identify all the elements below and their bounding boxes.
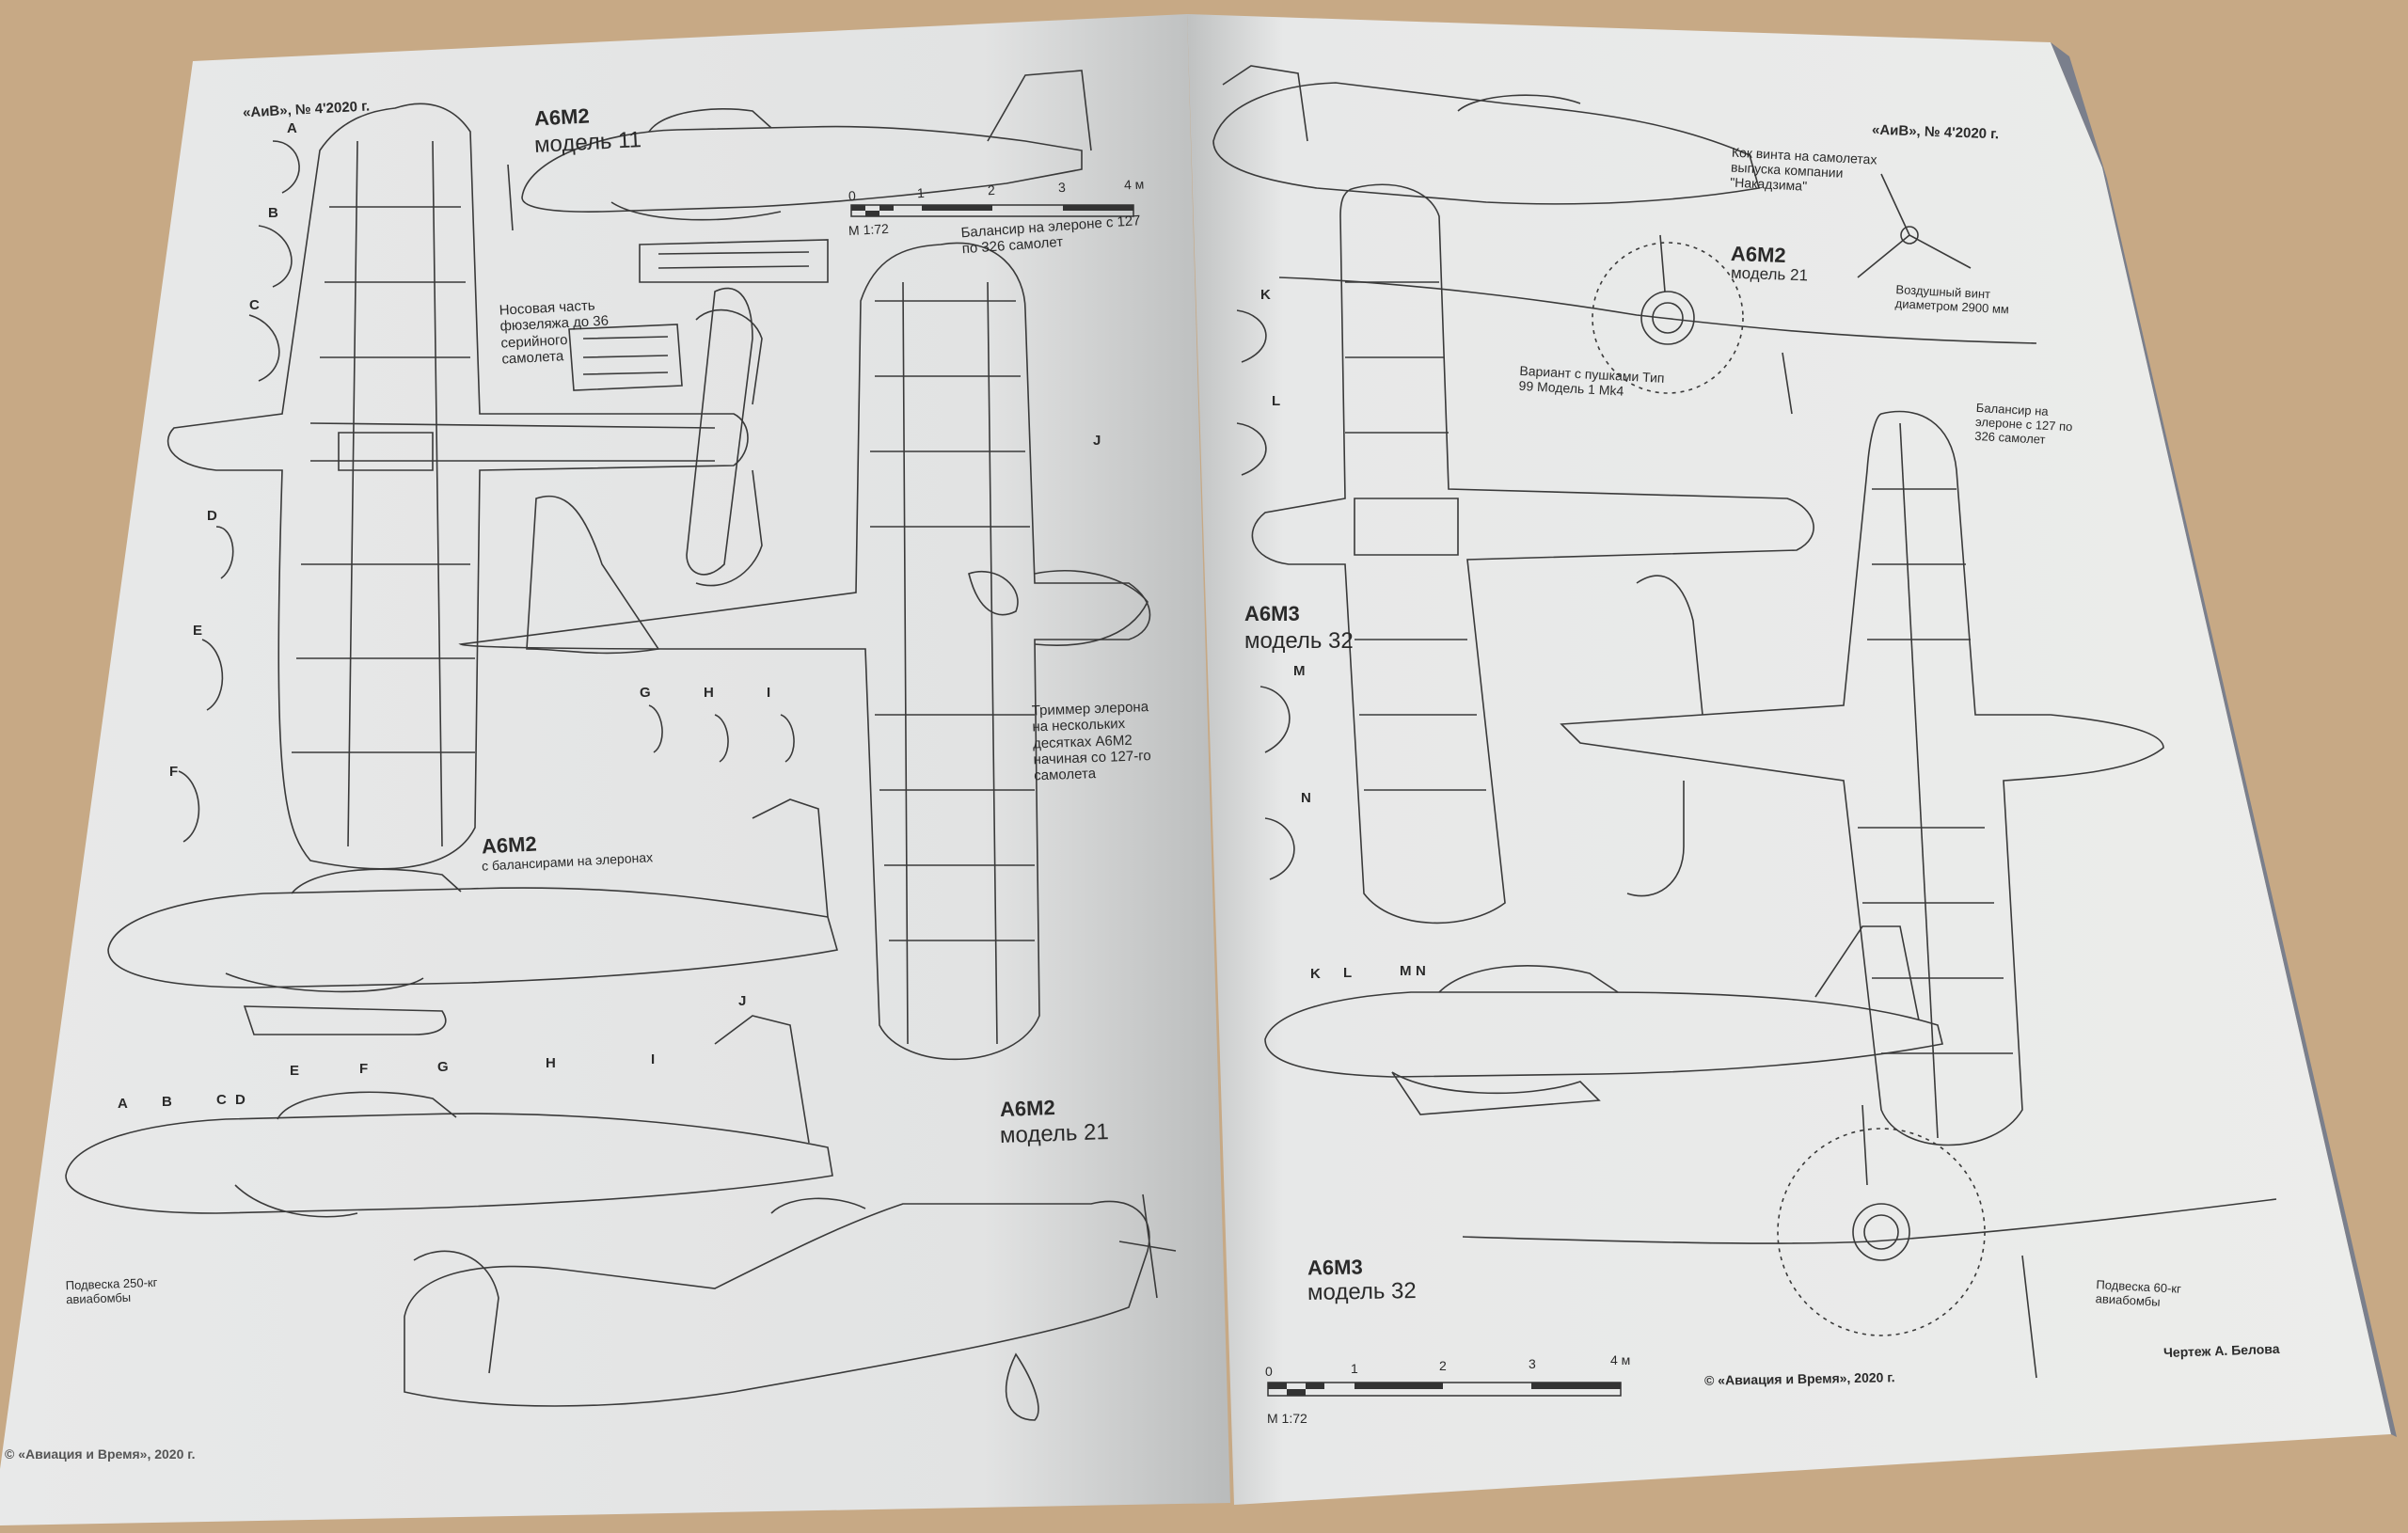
title-a6m3-model32-code: A6M3: [1244, 602, 1300, 625]
title-a6m3-model32-sub: модель 32: [1244, 628, 1354, 654]
right-page: [1187, 14, 2391, 1505]
section-letter-e: E: [193, 623, 203, 639]
left-page: [0, 14, 1230, 1525]
scale-bar-right: [1267, 1382, 1622, 1397]
section-letter-b: B: [268, 205, 278, 221]
a6m3-top-view-right: [1560, 410, 2164, 1146]
scale-right-tick-4: 4 м: [1610, 1352, 1631, 1367]
a6m2-balancer-side-view: [107, 798, 839, 1035]
propeller-drawing: [1857, 173, 1972, 278]
section-profiles-left: [178, 140, 795, 843]
scale-right-label: М 1:72: [1267, 1411, 1307, 1426]
note-bomb-60: Подвеска 60-кг авиабомбы: [2095, 1277, 2182, 1309]
nose-section-detail: [568, 324, 683, 391]
section-letter-k: K: [1260, 287, 1271, 303]
scale-left-label: М 1:72: [848, 220, 890, 239]
scale-left-tick-3: 3: [1057, 179, 1067, 196]
station-label-j: J: [738, 993, 747, 1009]
scale-right-tick-1: 1: [1351, 1361, 1358, 1376]
station-label-m: M: [1400, 963, 1412, 979]
title-a6m2-model21-sub: модель 21: [999, 1118, 1110, 1149]
station-label-f: F: [359, 1061, 369, 1077]
station-label-b: B: [162, 1094, 172, 1110]
note-spinner: Кок винта на самолетах выпуска компании …: [1729, 144, 1877, 194]
a6m2-plan-view-left: [166, 103, 763, 870]
a6m3-side-view-right: [1264, 925, 1943, 1115]
section-letter-d: D: [207, 508, 217, 524]
scale-right-tick-2: 2: [1439, 1358, 1447, 1373]
section-letter-c: C: [249, 297, 260, 313]
station-label-c: C: [216, 1092, 227, 1108]
scale-left-tick-2: 2: [987, 182, 996, 198]
left-page-footer: © «Авиация и Время», 2020 г.: [5, 1446, 196, 1462]
section-letter-j: J: [1093, 433, 1101, 449]
station-label-g: G: [437, 1059, 449, 1075]
title-a6m3-model32-bottom-sub: модель 32: [1307, 1277, 1417, 1306]
station-label-a: A: [118, 1096, 128, 1112]
title-right-a6m2-model21-sub: модель 21: [1730, 263, 1809, 285]
a6m3-front-view: [1462, 1104, 2277, 1379]
section-letter-l: L: [1272, 393, 1281, 409]
station-label-l: L: [1343, 965, 1353, 981]
station-label-h: H: [546, 1055, 556, 1071]
station-label-k: K: [1310, 966, 1321, 982]
section-letter-i: I: [767, 685, 771, 701]
scale-left-tick-1: 1: [916, 184, 926, 201]
title-a6m2-model11-code: A6M2: [533, 103, 591, 131]
a6m2-side-view-right-top: [1212, 65, 1761, 205]
page-edge-shadow: [2051, 42, 2397, 1437]
a6m2-model21-side-view-left: [65, 1015, 833, 1218]
scale-left-tick-4: 4 м: [1123, 176, 1145, 193]
section-letter-h: H: [704, 685, 714, 701]
scale-right-tick-0: 0: [1265, 1364, 1273, 1379]
station-label-e: E: [290, 1063, 300, 1079]
station-label-d: D: [235, 1092, 246, 1108]
station-label-i: I: [651, 1051, 656, 1067]
title-a6m2-model21-code: A6M2: [999, 1095, 1056, 1122]
note-bomb-250: Подвеска 250-кг авиабомбы: [65, 1274, 158, 1307]
note-aileron-trim: Триммер элерона на нескольких десятках A…: [1031, 699, 1151, 784]
scale-bar-left: [850, 204, 1134, 217]
section-letter-n: N: [1301, 790, 1311, 806]
a6m2-model21-front-view: [1278, 234, 2037, 415]
note-nose-section: Носовая часть фюзеляжа до 36 серийного с…: [499, 297, 610, 368]
section-letter-m: M: [1293, 663, 1306, 679]
title-a6m3-model32-bottom-code: A6M3: [1307, 1255, 1363, 1280]
a6m2-perspective-view: [404, 1193, 1177, 1421]
tail-planform-left: [526, 287, 753, 655]
section-letter-g: G: [640, 685, 651, 701]
scale-right-tick-3: 3: [1529, 1356, 1536, 1371]
section-letter-a: A: [287, 120, 297, 136]
scale-left-tick-0: 0: [848, 187, 857, 204]
section-letter-f: F: [169, 764, 179, 780]
title-a6m2-balancer-code: A6M2: [481, 831, 538, 859]
station-label-n: N: [1416, 963, 1426, 979]
a6m2-top-view-center: [458, 242, 1151, 1061]
section-profiles-right: [1236, 309, 1295, 880]
a6m3-plan-view-right: [1251, 183, 1814, 925]
note-aileron-balance-right: Балансир на элероне с 127 по 326 самолет: [1973, 400, 2073, 447]
a6m2-model11-side-view: [507, 70, 1092, 283]
